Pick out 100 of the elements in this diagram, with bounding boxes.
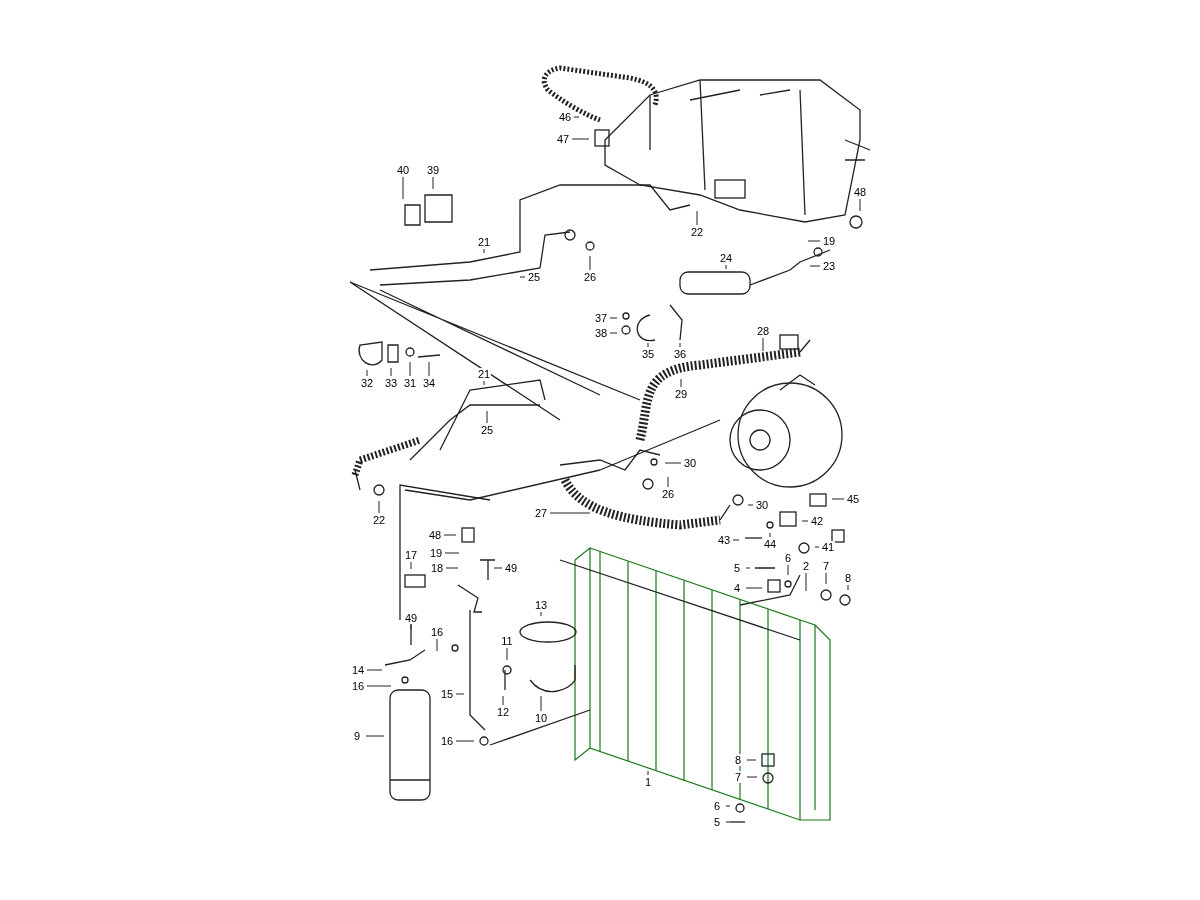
callout-number: 19 — [428, 547, 444, 559]
leader-line — [428, 361, 430, 377]
leader-line — [444, 552, 460, 554]
callout-number: 2 — [801, 560, 811, 572]
leader-line — [745, 567, 751, 569]
callout-number: 28 — [755, 325, 771, 337]
leader-line — [825, 572, 827, 585]
callout-number: 23 — [821, 260, 837, 272]
leader-line — [667, 476, 669, 488]
callout-number: 46 — [557, 111, 573, 123]
leader-line — [455, 693, 465, 695]
leader-line — [493, 567, 503, 569]
callout-number: 39 — [425, 164, 441, 176]
callout-number: 30 — [682, 457, 698, 469]
callout-number: 15 — [439, 688, 455, 700]
leader-line — [540, 611, 542, 617]
leader-line — [589, 255, 591, 271]
callout-number: 7 — [821, 560, 831, 572]
callout-number: 22 — [689, 226, 705, 238]
leader-line — [831, 498, 845, 500]
leader-line — [769, 532, 771, 538]
leader-line — [365, 735, 385, 737]
callout-number: 19 — [821, 235, 837, 247]
callout-number: 21 — [476, 368, 492, 380]
callout-number: 35 — [640, 348, 656, 360]
leader-line — [410, 624, 412, 630]
leader-line — [647, 770, 649, 776]
callout-number: 4 — [732, 582, 742, 594]
callout-number: 26 — [582, 271, 598, 283]
callout-number: 25 — [479, 424, 495, 436]
leader-line — [609, 317, 618, 319]
callout-number: 30 — [754, 499, 770, 511]
leader-line — [483, 248, 485, 254]
callout-number: 27 — [533, 507, 549, 519]
callout-number: 17 — [403, 549, 419, 561]
callout-number: 45 — [845, 493, 861, 505]
callout-number: 25 — [526, 271, 542, 283]
callout-number: 43 — [716, 534, 732, 546]
leader-line — [679, 342, 681, 348]
leader-line — [745, 587, 763, 589]
callout-number: 38 — [593, 327, 609, 339]
leader-line — [402, 176, 404, 200]
callout-number: 49 — [403, 612, 419, 624]
callout-number: 13 — [533, 599, 549, 611]
callout-number: 49 — [503, 562, 519, 574]
leader-line — [445, 567, 459, 569]
callout-number: 47 — [555, 133, 571, 145]
leader-line — [486, 410, 488, 424]
callout-number: 5 — [712, 816, 722, 828]
callout-number: 48 — [852, 186, 868, 198]
callout-number: 16 — [350, 680, 366, 692]
callout-number: 34 — [421, 377, 437, 389]
leader-line — [847, 584, 849, 591]
callout-number: 21 — [476, 236, 492, 248]
leader-line — [409, 361, 411, 377]
callout-number: 16 — [439, 735, 455, 747]
callout-number: 36 — [672, 348, 688, 360]
callout-number: 6 — [783, 552, 793, 564]
callout-number: 37 — [593, 312, 609, 324]
callout-number: 48 — [427, 529, 443, 541]
leader-line — [647, 342, 649, 348]
callout-number: 5 — [732, 562, 742, 574]
leader-line — [814, 546, 820, 548]
callout-number: 41 — [820, 541, 836, 553]
leader-line — [809, 265, 821, 267]
leader-line — [805, 572, 807, 592]
leader-line — [571, 138, 590, 140]
leader-line — [609, 332, 618, 334]
callout-number: 9 — [352, 730, 362, 742]
leader-line — [549, 512, 591, 514]
callout-number: 8 — [843, 572, 853, 584]
callout-number: 8 — [733, 754, 743, 766]
callout-number: 32 — [359, 377, 375, 389]
leader-line — [680, 378, 682, 388]
leader-line — [506, 647, 508, 661]
leader-line — [807, 240, 821, 242]
callout-number: 7 — [733, 771, 743, 783]
leader-line — [696, 210, 698, 226]
leader-line — [787, 564, 789, 576]
callout-number: 40 — [395, 164, 411, 176]
callout-number: 44 — [762, 538, 778, 550]
leader-line — [573, 116, 580, 118]
leader-line — [502, 695, 504, 706]
callout-number: 10 — [533, 712, 549, 724]
leader-line — [747, 504, 754, 506]
callout-number: 14 — [350, 664, 366, 676]
leader-line — [366, 369, 368, 377]
leader-line — [378, 500, 380, 514]
callout-number: 6 — [712, 800, 722, 812]
leader-line — [801, 520, 809, 522]
callout-number: 24 — [718, 252, 734, 264]
callout-number: 11 — [500, 635, 514, 647]
leader-line — [366, 685, 392, 687]
leader-line — [436, 638, 438, 652]
callout-number: 12 — [495, 706, 511, 718]
leader-line — [725, 264, 727, 270]
leader-line — [390, 367, 392, 377]
leader-line — [455, 740, 475, 742]
leader-line — [540, 695, 542, 712]
callout-number: 1 — [643, 776, 653, 788]
